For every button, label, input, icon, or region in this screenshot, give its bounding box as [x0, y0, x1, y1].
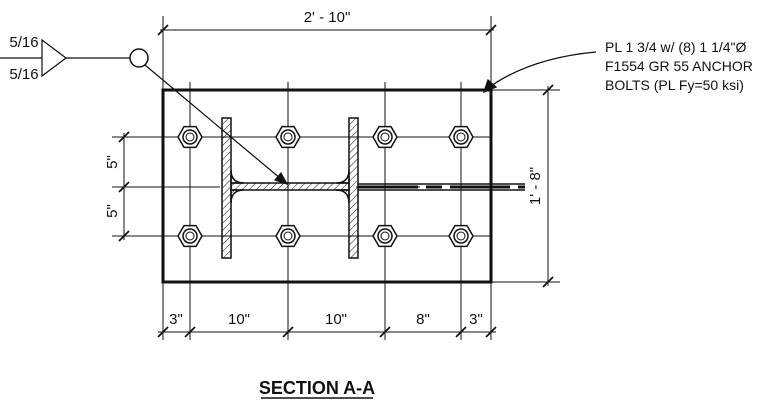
anchor-bolt [448, 224, 474, 248]
weld-symbol [0, 38, 289, 186]
note-leader [482, 51, 597, 94]
anchor-bolt [275, 224, 301, 248]
anchor-bolt [372, 125, 398, 149]
left-dim-lower: 5" [104, 204, 121, 218]
bolt-grid-lines [112, 82, 491, 340]
weld-size-top: 5/16 [9, 34, 38, 51]
bottom-dim-1: 3" [169, 311, 183, 328]
anchor-bolts [177, 125, 474, 248]
left-dim-upper: 5" [104, 155, 121, 169]
anchor-bolt [177, 125, 203, 149]
steel-section [221, 117, 359, 259]
weld-size-bottom: 5/16 [9, 66, 38, 83]
bottom-dim-4: 8" [416, 311, 430, 328]
left-dimension [118, 131, 130, 242]
bottom-dim-2: 10" [228, 311, 250, 328]
top-dimension [157, 16, 497, 90]
section-title: SECTION A-A [259, 378, 375, 398]
bottom-dimension [157, 282, 497, 340]
anchor-bolt [275, 125, 301, 149]
plate-note-line-3: BOLTS (PL Fy=50 ksi) [605, 77, 744, 93]
plate-note-line-1: PL 1 3/4 w/ (8) 1 1/4"Ø [605, 39, 747, 55]
bottom-dim-3: 10" [325, 311, 347, 328]
overall-width-label: 2' - 10" [304, 9, 351, 26]
overall-height-label: 1' - 8" [527, 167, 544, 205]
right-dimension [491, 84, 560, 288]
anchor-bolt [177, 224, 203, 248]
anchor-bolt [448, 125, 474, 149]
bottom-dim-5: 3" [469, 311, 483, 328]
anchor-bolt [372, 224, 398, 248]
plate-note-line-2: F1554 GR 55 ANCHOR [605, 58, 753, 74]
beam-centerline [358, 183, 525, 191]
